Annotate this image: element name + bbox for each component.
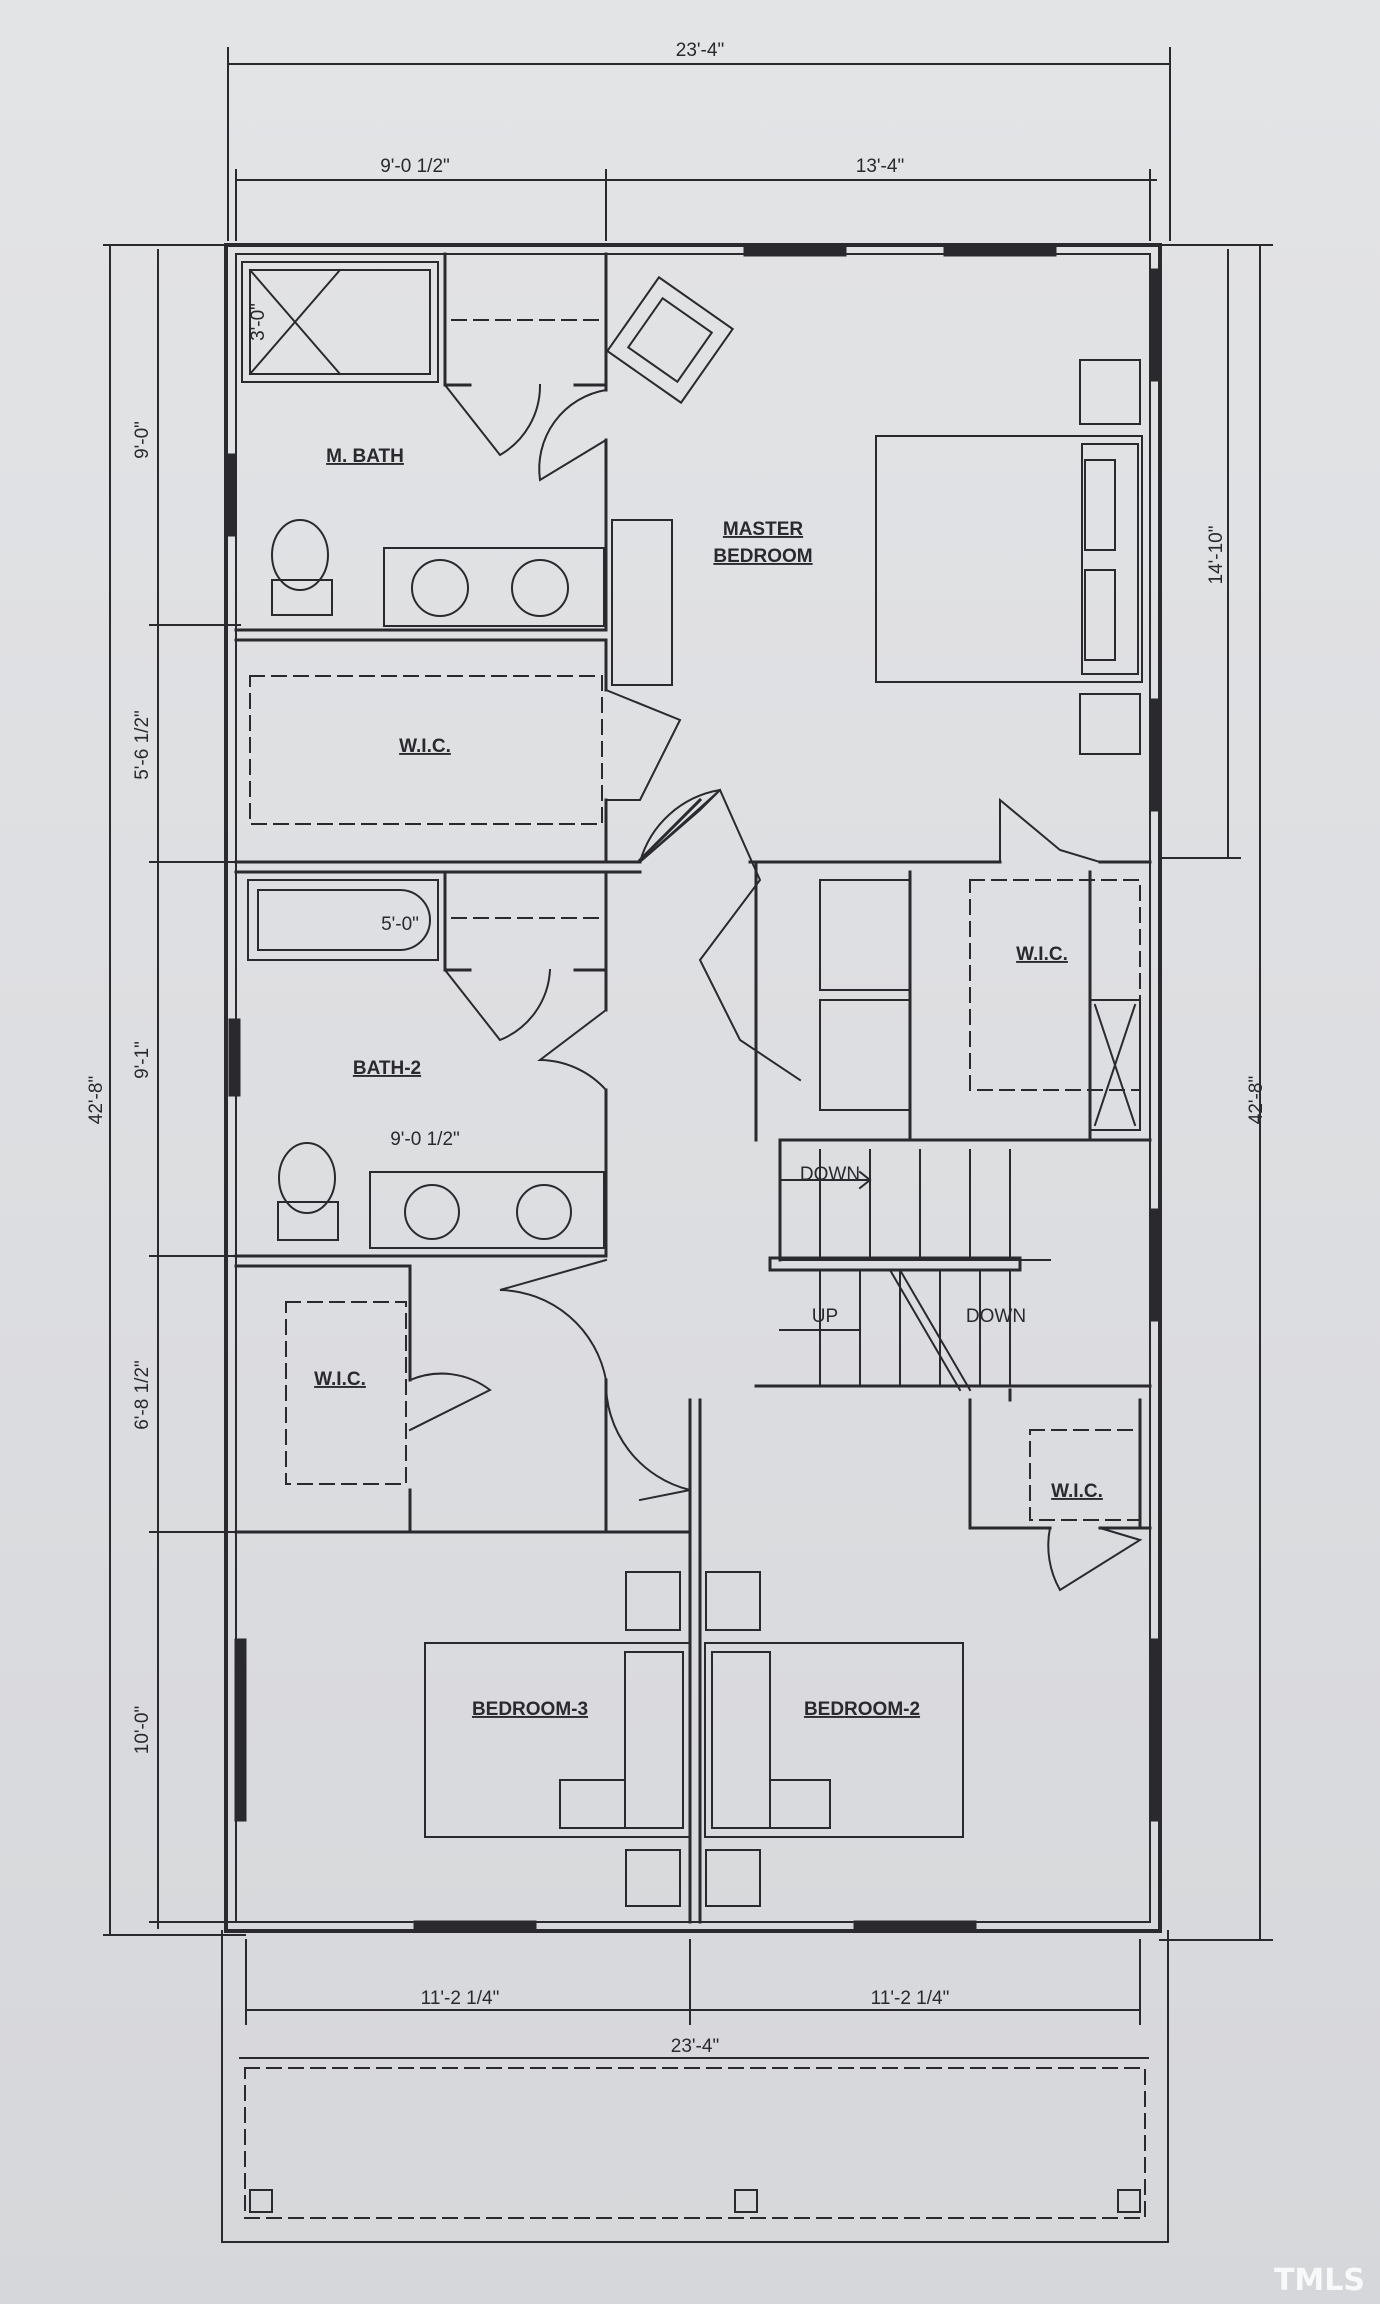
label-bedroom2: BEDROOM-2	[804, 1699, 920, 1720]
dim-left-total: 42'-8"	[86, 1076, 107, 1124]
dim-bed3-width: 11'-2 1/4"	[421, 1988, 500, 2009]
dim-tub: 5'-0"	[381, 914, 419, 935]
right-dimension-lines	[1159, 244, 1273, 1941]
dim-mbath-height: 9'-0"	[132, 421, 153, 459]
label-master-2: BEDROOM	[713, 546, 812, 567]
doors	[408, 383, 1143, 1592]
label-wic-master: W.I.C.	[399, 736, 451, 757]
dim-right-total: 42'-8"	[1246, 1076, 1267, 1124]
dim-wic-height: 5'-6 1/2"	[132, 710, 153, 780]
top-dimension-lines	[227, 47, 1171, 241]
dim-master-height: 14'-10"	[1206, 526, 1227, 585]
dim-wic2-height: 6'-8 1/2"	[132, 1360, 153, 1430]
dim-bath2-width: 9'-0 1/2"	[390, 1129, 460, 1150]
fixtures	[241, 261, 1143, 1907]
interior-walls	[234, 252, 1152, 1924]
label-stair-down-top: DOWN	[800, 1164, 860, 1185]
label-wic-right: W.I.C.	[1016, 944, 1068, 965]
label-m-bath: M. BATH	[326, 446, 404, 467]
windows	[224, 244, 1162, 1933]
watermark-logo: TMLS	[1274, 2263, 1365, 2298]
stair-labels: DOWN UP DOWN	[800, 1164, 1026, 1327]
label-wic-left: W.I.C.	[314, 1369, 366, 1390]
label-stair-up: UP	[812, 1306, 838, 1327]
label-stair-down-bottom: DOWN	[966, 1306, 1026, 1327]
exterior-walls	[224, 243, 1162, 1933]
dim-bed-height: 10'-0"	[132, 1706, 153, 1754]
dim-shower: 3'-0"	[248, 303, 269, 341]
dim-bed2-width: 11'-2 1/4"	[871, 1988, 950, 2009]
dim-overall-top: 23'-4"	[676, 40, 724, 61]
porch	[221, 1930, 1169, 2243]
stairs	[768, 1149, 1051, 1392]
dimension-labels: 23'-4" 9'-0 1/2" 13'-4" 42'-8" 42'-8" 9'…	[86, 40, 1267, 2057]
dim-left-width: 9'-0 1/2"	[380, 156, 450, 177]
dim-overall-bottom: 23'-4"	[671, 2036, 719, 2057]
label-wic-stair: W.I.C.	[1051, 1481, 1103, 1502]
label-bedroom3: BEDROOM-3	[472, 1699, 588, 1720]
dim-bath2-height: 9'-1"	[132, 1041, 153, 1079]
label-bath2: BATH-2	[353, 1058, 421, 1079]
room-labels: M. BATH MASTER BEDROOM W.I.C. W.I.C. BAT…	[314, 446, 1103, 1720]
left-dimension-lines	[103, 244, 246, 1936]
label-master-1: MASTER	[723, 519, 804, 540]
dim-right-width: 13'-4"	[856, 156, 904, 177]
